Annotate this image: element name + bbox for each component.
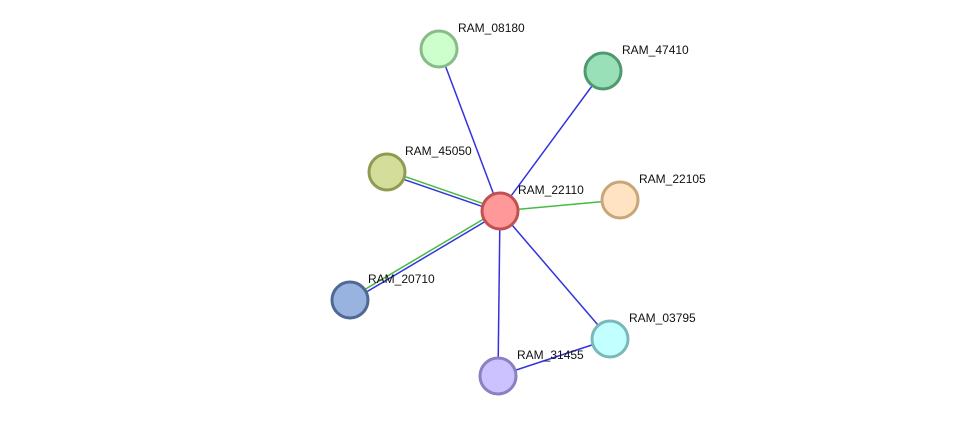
node-label-ram_47410: RAM_47410 [622, 43, 689, 57]
edge-ram_22110-ram_31455 [497, 210, 501, 377]
edge-ram_22110-ram_45050 [387, 169, 501, 211]
edge-ram_22110-ram_03795 [499, 210, 611, 340]
node-ram_22105[interactable] [600, 180, 640, 220]
node-label-ram_03795: RAM_03795 [629, 311, 696, 325]
node-ram_22110[interactable] [480, 191, 520, 231]
node-ram_08180[interactable] [419, 29, 459, 69]
node-label-ram_20710: RAM_20710 [368, 272, 435, 286]
nodes-layer [330, 29, 640, 396]
node-label-ram_22105: RAM_22105 [639, 172, 706, 186]
node-ram_20710[interactable] [330, 280, 370, 320]
edge-ram_22110-ram_08180 [438, 48, 501, 212]
edges-layer [348, 48, 621, 377]
edge-ram_22110-ram_47410 [499, 70, 604, 212]
edge-ram_31455-ram_03795 [497, 338, 611, 377]
node-label-ram_08180: RAM_08180 [458, 21, 525, 35]
node-label-ram_31455: RAM_31455 [517, 348, 584, 362]
node-ram_03795[interactable] [590, 319, 630, 359]
node-ram_31455[interactable] [478, 356, 518, 396]
node-ram_47410[interactable] [583, 51, 623, 91]
edge-ram_22110-ram_20710 [350, 211, 502, 302]
labels-layer: RAM_22110 RAM_08180RAM_47410RAM_45050RAM_… [368, 21, 706, 362]
edge-ram_22110-ram_22105 [499, 199, 621, 212]
edge-ram_22110-ram_45050 [386, 172, 500, 214]
node-label-ram_45050: RAM_45050 [405, 144, 472, 158]
node-ram_45050[interactable] [367, 152, 407, 192]
node-label-ram_22110: RAM_22110 [518, 183, 584, 197]
edge-ram_22110-ram_20710 [348, 209, 500, 300]
